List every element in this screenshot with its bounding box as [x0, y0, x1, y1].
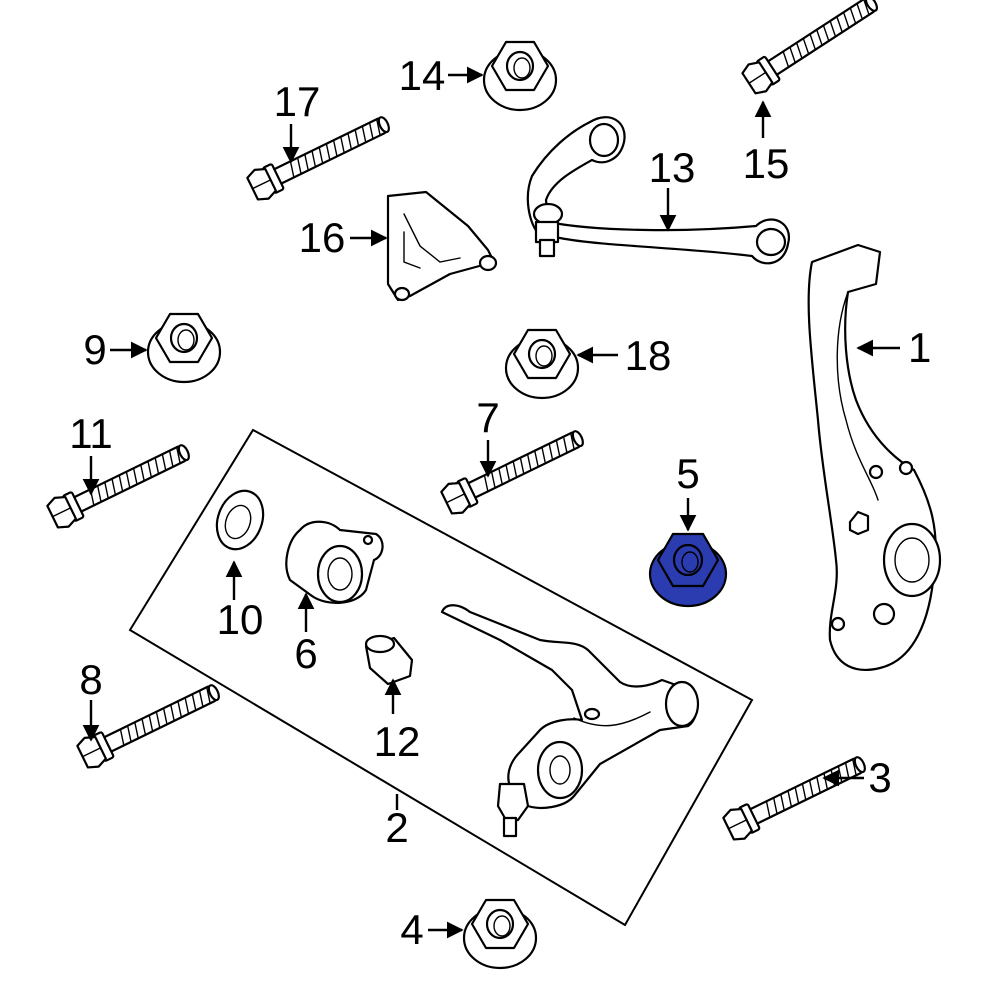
- upper-control-arm: [526, 116, 791, 265]
- nut-4: [462, 898, 538, 970]
- callout-7: 7: [476, 394, 499, 441]
- bolt-15: [739, 0, 885, 98]
- nut-14: [482, 40, 558, 112]
- callout-3: 3: [868, 754, 891, 801]
- steering-knuckle: [807, 243, 942, 671]
- bracket: [386, 190, 498, 302]
- nut-9: [146, 312, 222, 384]
- bushing: [285, 520, 384, 604]
- callout-15: 15: [743, 140, 790, 187]
- lower-control-arm: [440, 604, 700, 838]
- leader-lines: [82, 66, 900, 939]
- callout-5: 5: [676, 450, 699, 497]
- callout-1: 1: [908, 324, 931, 371]
- nut-5-highlighted: [648, 532, 728, 608]
- callout-14: 14: [399, 52, 446, 99]
- callout-17: 17: [274, 78, 321, 125]
- bolt-11: [44, 435, 196, 533]
- callout-18: 18: [625, 332, 672, 379]
- washer: [215, 489, 265, 551]
- callout-8: 8: [79, 656, 102, 703]
- callout-12: 12: [374, 718, 421, 765]
- nut-18: [504, 328, 580, 400]
- callout-4: 4: [400, 906, 423, 953]
- sleeve: [364, 634, 414, 686]
- kit-frame: [128, 428, 754, 927]
- callout-13: 13: [649, 144, 696, 191]
- callout-9: 9: [83, 326, 106, 373]
- callout-2: 2: [385, 804, 408, 851]
- bolt-3: [720, 747, 872, 845]
- callout-11: 11: [69, 410, 113, 457]
- callout-6: 6: [294, 630, 317, 677]
- callout-16: 16: [299, 214, 346, 261]
- bolt-7: [438, 421, 590, 519]
- callout-10: 10: [217, 596, 264, 643]
